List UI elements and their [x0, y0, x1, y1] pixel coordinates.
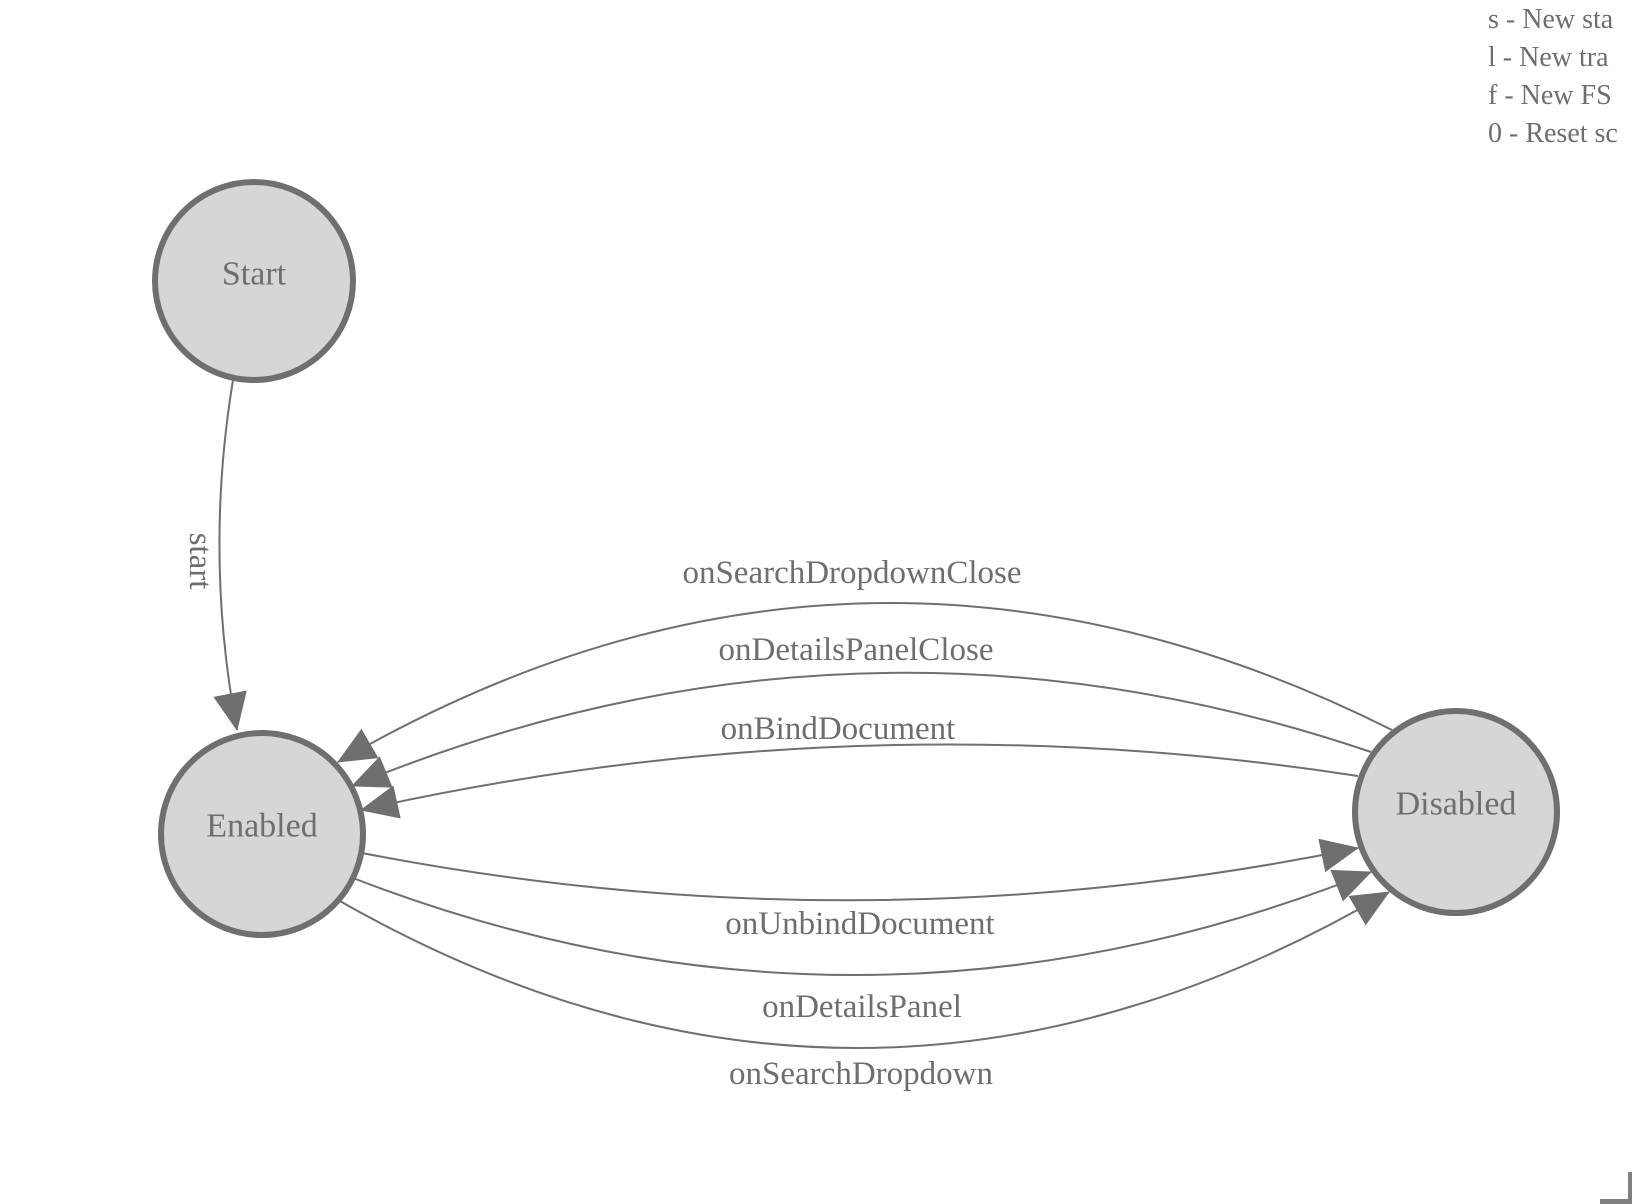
transition-edge-onsearchdropdown[interactable] — [337, 891, 1390, 1049]
canvas-corner-vertical-bar — [1628, 1172, 1632, 1204]
canvas-corner-bracket — [1600, 1172, 1632, 1204]
state-circle-enabled[interactable] — [158, 730, 366, 938]
state-node-enabled[interactable]: Enabled — [158, 730, 366, 938]
state-node-start[interactable]: Start — [152, 179, 356, 383]
transition-label-start[interactable]: start — [182, 533, 218, 590]
state-circle-start[interactable] — [152, 179, 356, 383]
transition-label-ondetailspanel[interactable]: onDetailsPanel — [762, 989, 962, 1025]
state-circle-disabled[interactable] — [1352, 708, 1560, 916]
state-node-disabled[interactable]: Disabled — [1352, 708, 1560, 916]
legend-line-new-transition: l - New tra — [1488, 42, 1609, 73]
transition-edge-onsearchdropdownclose[interactable] — [337, 602, 1393, 763]
transition-edge-onunbinddocument[interactable] — [361, 838, 1359, 902]
shortcut-legend: s - New sta l - New tra f - New FS 0 - R… — [1488, 4, 1618, 149]
transition-edge-ondetailspanelclose[interactable] — [351, 671, 1372, 788]
state-label-disabled: Disabled — [1396, 786, 1517, 823]
transition-label-onsearchdropdownclose[interactable]: onSearchDropdownClose — [682, 555, 1021, 591]
legend-line-new-state: s - New sta — [1488, 4, 1614, 35]
transition-edge-ondetailspanel[interactable] — [352, 869, 1372, 976]
legend-line-new-fsm: f - New FS — [1488, 80, 1612, 111]
transitions: start onSearchDropdownClose onDetailsPan… — [182, 379, 1393, 1092]
transition-label-onbinddocument[interactable]: onBindDocument — [721, 711, 956, 747]
transition-edge-start[interactable] — [213, 379, 247, 731]
state-label-enabled: Enabled — [206, 808, 317, 845]
canvas-corner-horizontal-bar — [1600, 1199, 1632, 1204]
state-label-start: Start — [222, 256, 287, 293]
transition-label-onunbinddocument[interactable]: onUnbindDocument — [725, 906, 994, 942]
transition-edge-onbinddocument[interactable] — [360, 743, 1359, 819]
legend-line-reset: 0 - Reset sc — [1488, 118, 1618, 149]
transition-label-ondetailspanelclose[interactable]: onDetailsPanelClose — [719, 632, 994, 668]
transition-label-onsearchdropdown[interactable]: onSearchDropdown — [729, 1056, 993, 1092]
